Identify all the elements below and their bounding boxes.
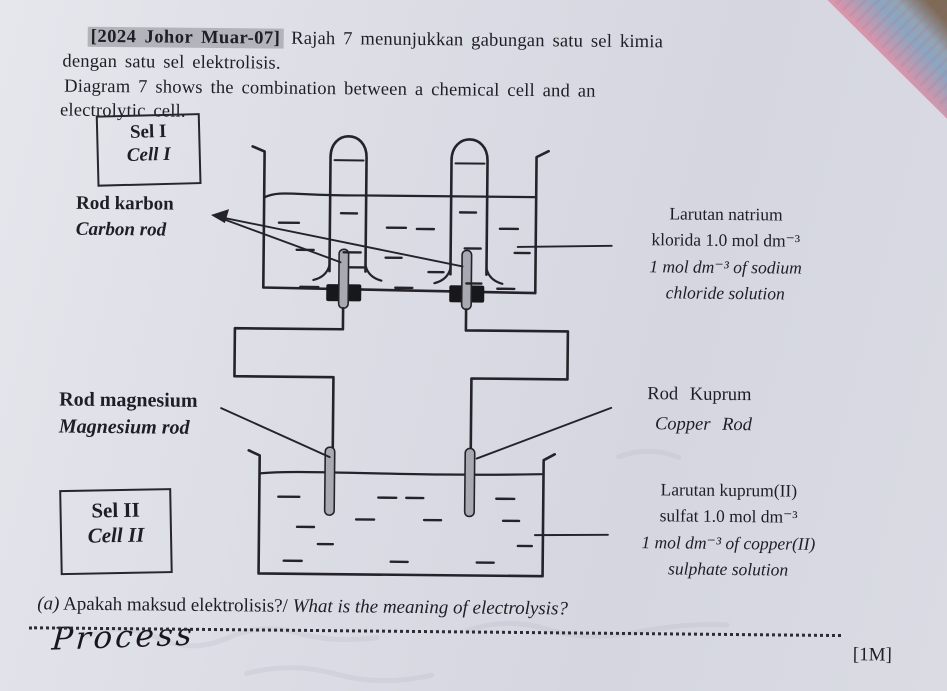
gas-collection-tube-left — [312, 135, 383, 282]
gas-collection-tube-right — [433, 138, 504, 285]
copper-rod-label-malay: Rod Kuprum — [647, 384, 752, 406]
question-a-english: What is the meaning of electrolysis? — [292, 595, 569, 620]
magnesium-rod-label-english: Magnesium rod — [58, 415, 190, 439]
carbon-rod-label-malay: Rod karbon — [76, 192, 174, 215]
cell1-label-english: Cell I — [126, 143, 171, 166]
question-a-malay: Apakah maksud elektrolisis?/ — [63, 593, 288, 617]
carbon-rod-label: Rod karbon Carbon rod — [76, 191, 174, 243]
leader-arrowhead-icon — [210, 209, 230, 224]
cell2-label-english: Cell II — [87, 522, 145, 548]
magnesium-electrode — [323, 446, 336, 516]
cuso4-english-line2: sulphate solution — [667, 558, 789, 580]
copper-rod-label-english: Copper Rod — [654, 413, 753, 435]
copper-rod-label: Rod Kuprum Copper Rod — [647, 380, 753, 440]
cell1-label-malay: Sel I — [129, 120, 167, 143]
nacl-malay-line1: Larutan natrium — [669, 203, 783, 225]
cuso4-malay-line1: Larutan kuprum(II) — [660, 479, 798, 501]
magnesium-rod-label: Rod magnesium Magnesium rod — [59, 387, 198, 442]
marks-badge: [1M] — [852, 644, 892, 666]
nacl-english-line1: 1 mol dm⁻³ of sodium — [649, 255, 802, 278]
sodium-chloride-label: Larutan natrium klorida 1.0 mol dm⁻³ 1 m… — [625, 200, 826, 307]
leader-carbon-right — [214, 215, 464, 268]
leader-sodium-chloride — [516, 244, 613, 248]
connecting-wire-right — [464, 308, 570, 454]
cell2-label-malay: Sel II — [91, 497, 140, 523]
carbon-rod-label-english: Carbon rod — [75, 218, 167, 241]
magnesium-rod-label-malay: Rod magnesium — [59, 388, 198, 412]
nacl-english-line2: chloride solution — [665, 282, 785, 304]
cuso4-english-line1: 1 mol dm⁻³ of copper(II) — [641, 531, 816, 554]
cuso4-malay-line2: sulfat 1.0 mol dm⁻³ — [659, 505, 798, 527]
leader-copper — [475, 406, 613, 460]
cell1-label-box: Sel I Cell I — [95, 113, 202, 187]
leader-lines — [214, 215, 613, 537]
handwritten-answer: Process — [50, 616, 197, 658]
leader-copper-sulphate — [533, 533, 609, 537]
question-a-prefix: (a) — [37, 593, 60, 615]
carbon-electrode-left — [337, 248, 350, 310]
show-through-marks — [84, 448, 730, 684]
solution-dashes-cell1 — [277, 211, 531, 291]
copper-sulphate-label: Larutan kuprum(II) sulfat 1.0 mol dm⁻³ 1… — [616, 476, 842, 583]
carbon-electrode-right — [460, 249, 473, 311]
cell2-label-box: Sel II Cell II — [59, 488, 173, 576]
connecting-wire-left — [233, 306, 345, 453]
leader-magnesium — [220, 407, 331, 459]
cell2-beaker — [247, 449, 557, 578]
cell1-beaker — [251, 145, 550, 295]
copper-electrode — [463, 447, 476, 518]
nacl-malay-line2: klorida 1.0 mol dm⁻³ — [651, 229, 801, 251]
solution-dashes-cell2 — [277, 495, 534, 564]
leader-carbon-left — [214, 215, 342, 264]
